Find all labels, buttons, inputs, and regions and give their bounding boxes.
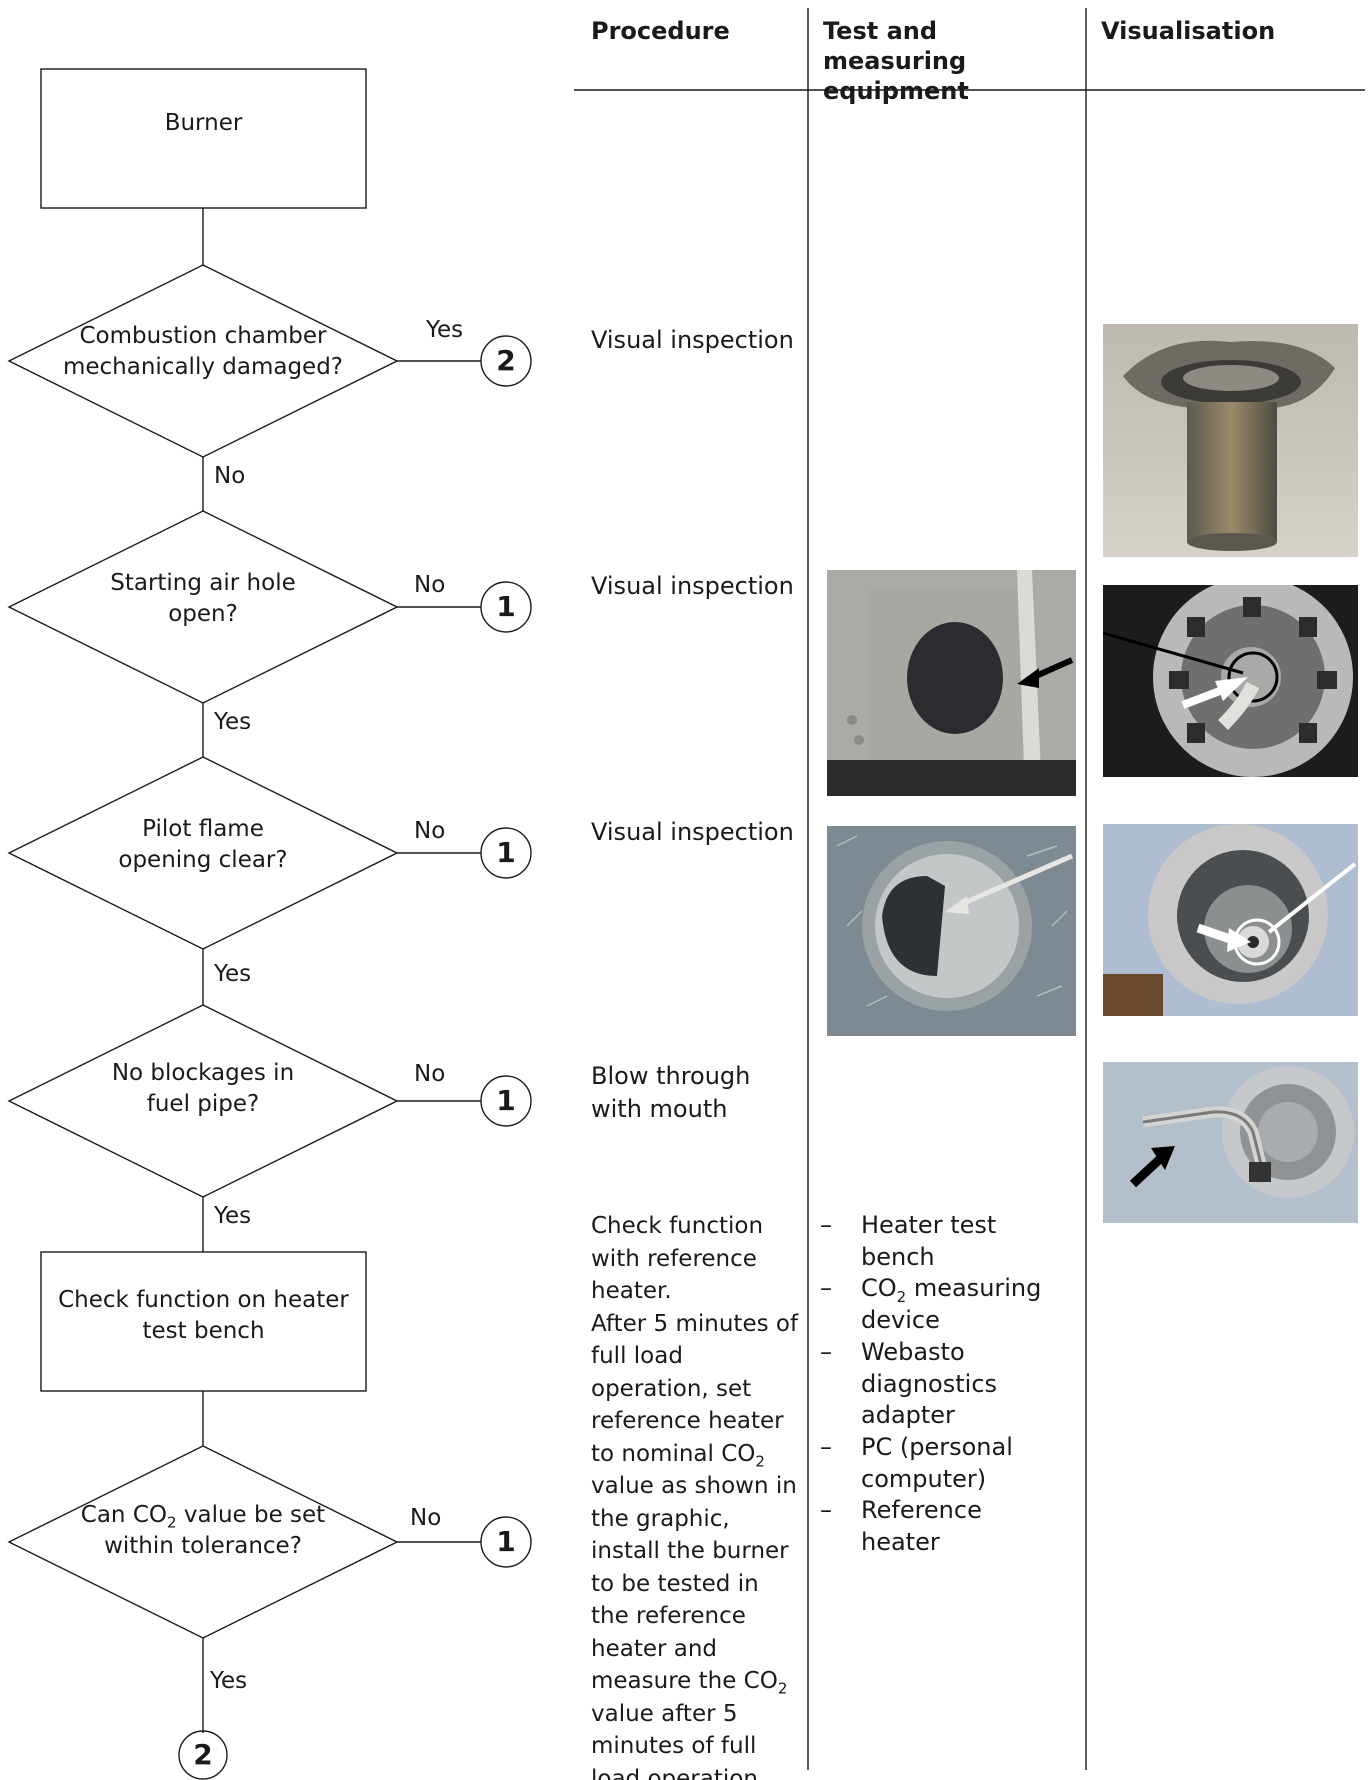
pilot-flame-opening-photo	[827, 826, 1076, 1036]
end-connector-label: 2	[193, 1738, 213, 1771]
decision-1-continue-label: No	[214, 463, 246, 489]
equipment-item: –Heater test bench	[820, 1211, 997, 1271]
decision-3-branch-label: No	[414, 818, 446, 844]
connector-circle	[480, 1075, 532, 1127]
combustion-chamber-photo	[1103, 324, 1358, 557]
burner-top-view-photo	[1103, 585, 1358, 777]
procedure-row-1: Visual inspection	[591, 326, 794, 354]
procedure-row-5: Check function with reference heater. Af…	[591, 1213, 799, 1780]
decision-1-question: Combustion chamber mechanically damaged?	[62, 323, 344, 380]
decision-4-continue-label: Yes	[214, 1203, 252, 1229]
decision-1-branch-label: Yes	[426, 317, 464, 343]
connector-circle	[480, 335, 532, 387]
procedure-row-3: Visual inspection	[591, 818, 794, 846]
decision-3-continue-label: Yes	[214, 961, 252, 987]
burner-inside-photo	[1103, 824, 1358, 1016]
decision-5-continue-label: Yes	[210, 1668, 248, 1694]
decision-2-branch-label: No	[414, 572, 446, 598]
equipment-item: –PC (personal computer)	[820, 1432, 1013, 1493]
start-label: Burner	[164, 110, 243, 136]
connector-label: 2	[496, 344, 516, 377]
procedure-row-4: Blow through with mouth	[591, 1062, 751, 1123]
header-procedure: Procedure	[591, 17, 730, 45]
decision-4-branch-label: No	[414, 1061, 446, 1087]
decision-5-branch-label: No	[410, 1505, 442, 1531]
procedure-row-2: Visual inspection	[591, 572, 794, 600]
connector-circle	[480, 827, 532, 879]
decision-4-question: No blockages in fuel pipe?	[111, 1060, 295, 1117]
decision-2-question: Starting air hole open?	[110, 570, 296, 627]
equipment-item: –CO2 measuring device	[820, 1274, 1042, 1335]
connector-circle	[480, 1516, 532, 1568]
fuel-pipe-photo	[1103, 1062, 1358, 1223]
connector-label: 1	[496, 836, 516, 869]
equipment-list: –Heater test bench –CO2 measuring device…	[818, 1210, 1063, 1559]
header-visualisation: Visualisation	[1101, 17, 1276, 45]
equipment-item: –Reference heater	[820, 1496, 982, 1557]
connector-label: 1	[496, 590, 516, 623]
equipment-item: –Webasto diagnostics adapter	[820, 1337, 998, 1430]
connector-circle	[480, 581, 532, 633]
decision-3-question: Pilot flame opening clear?	[118, 816, 288, 873]
connector-label: 1	[496, 1084, 516, 1117]
end-connector-circle	[178, 1730, 228, 1780]
header-equipment: Test and measuring equipment	[823, 17, 969, 105]
process-label: Check function on heater test bench	[58, 1287, 349, 1344]
connector-label: 1	[496, 1525, 516, 1558]
decision-5-question: Can CO2 value be set within tolerance?	[80, 1502, 326, 1559]
decision-2-continue-label: Yes	[214, 709, 252, 735]
starting-air-hole-photo	[827, 570, 1076, 796]
